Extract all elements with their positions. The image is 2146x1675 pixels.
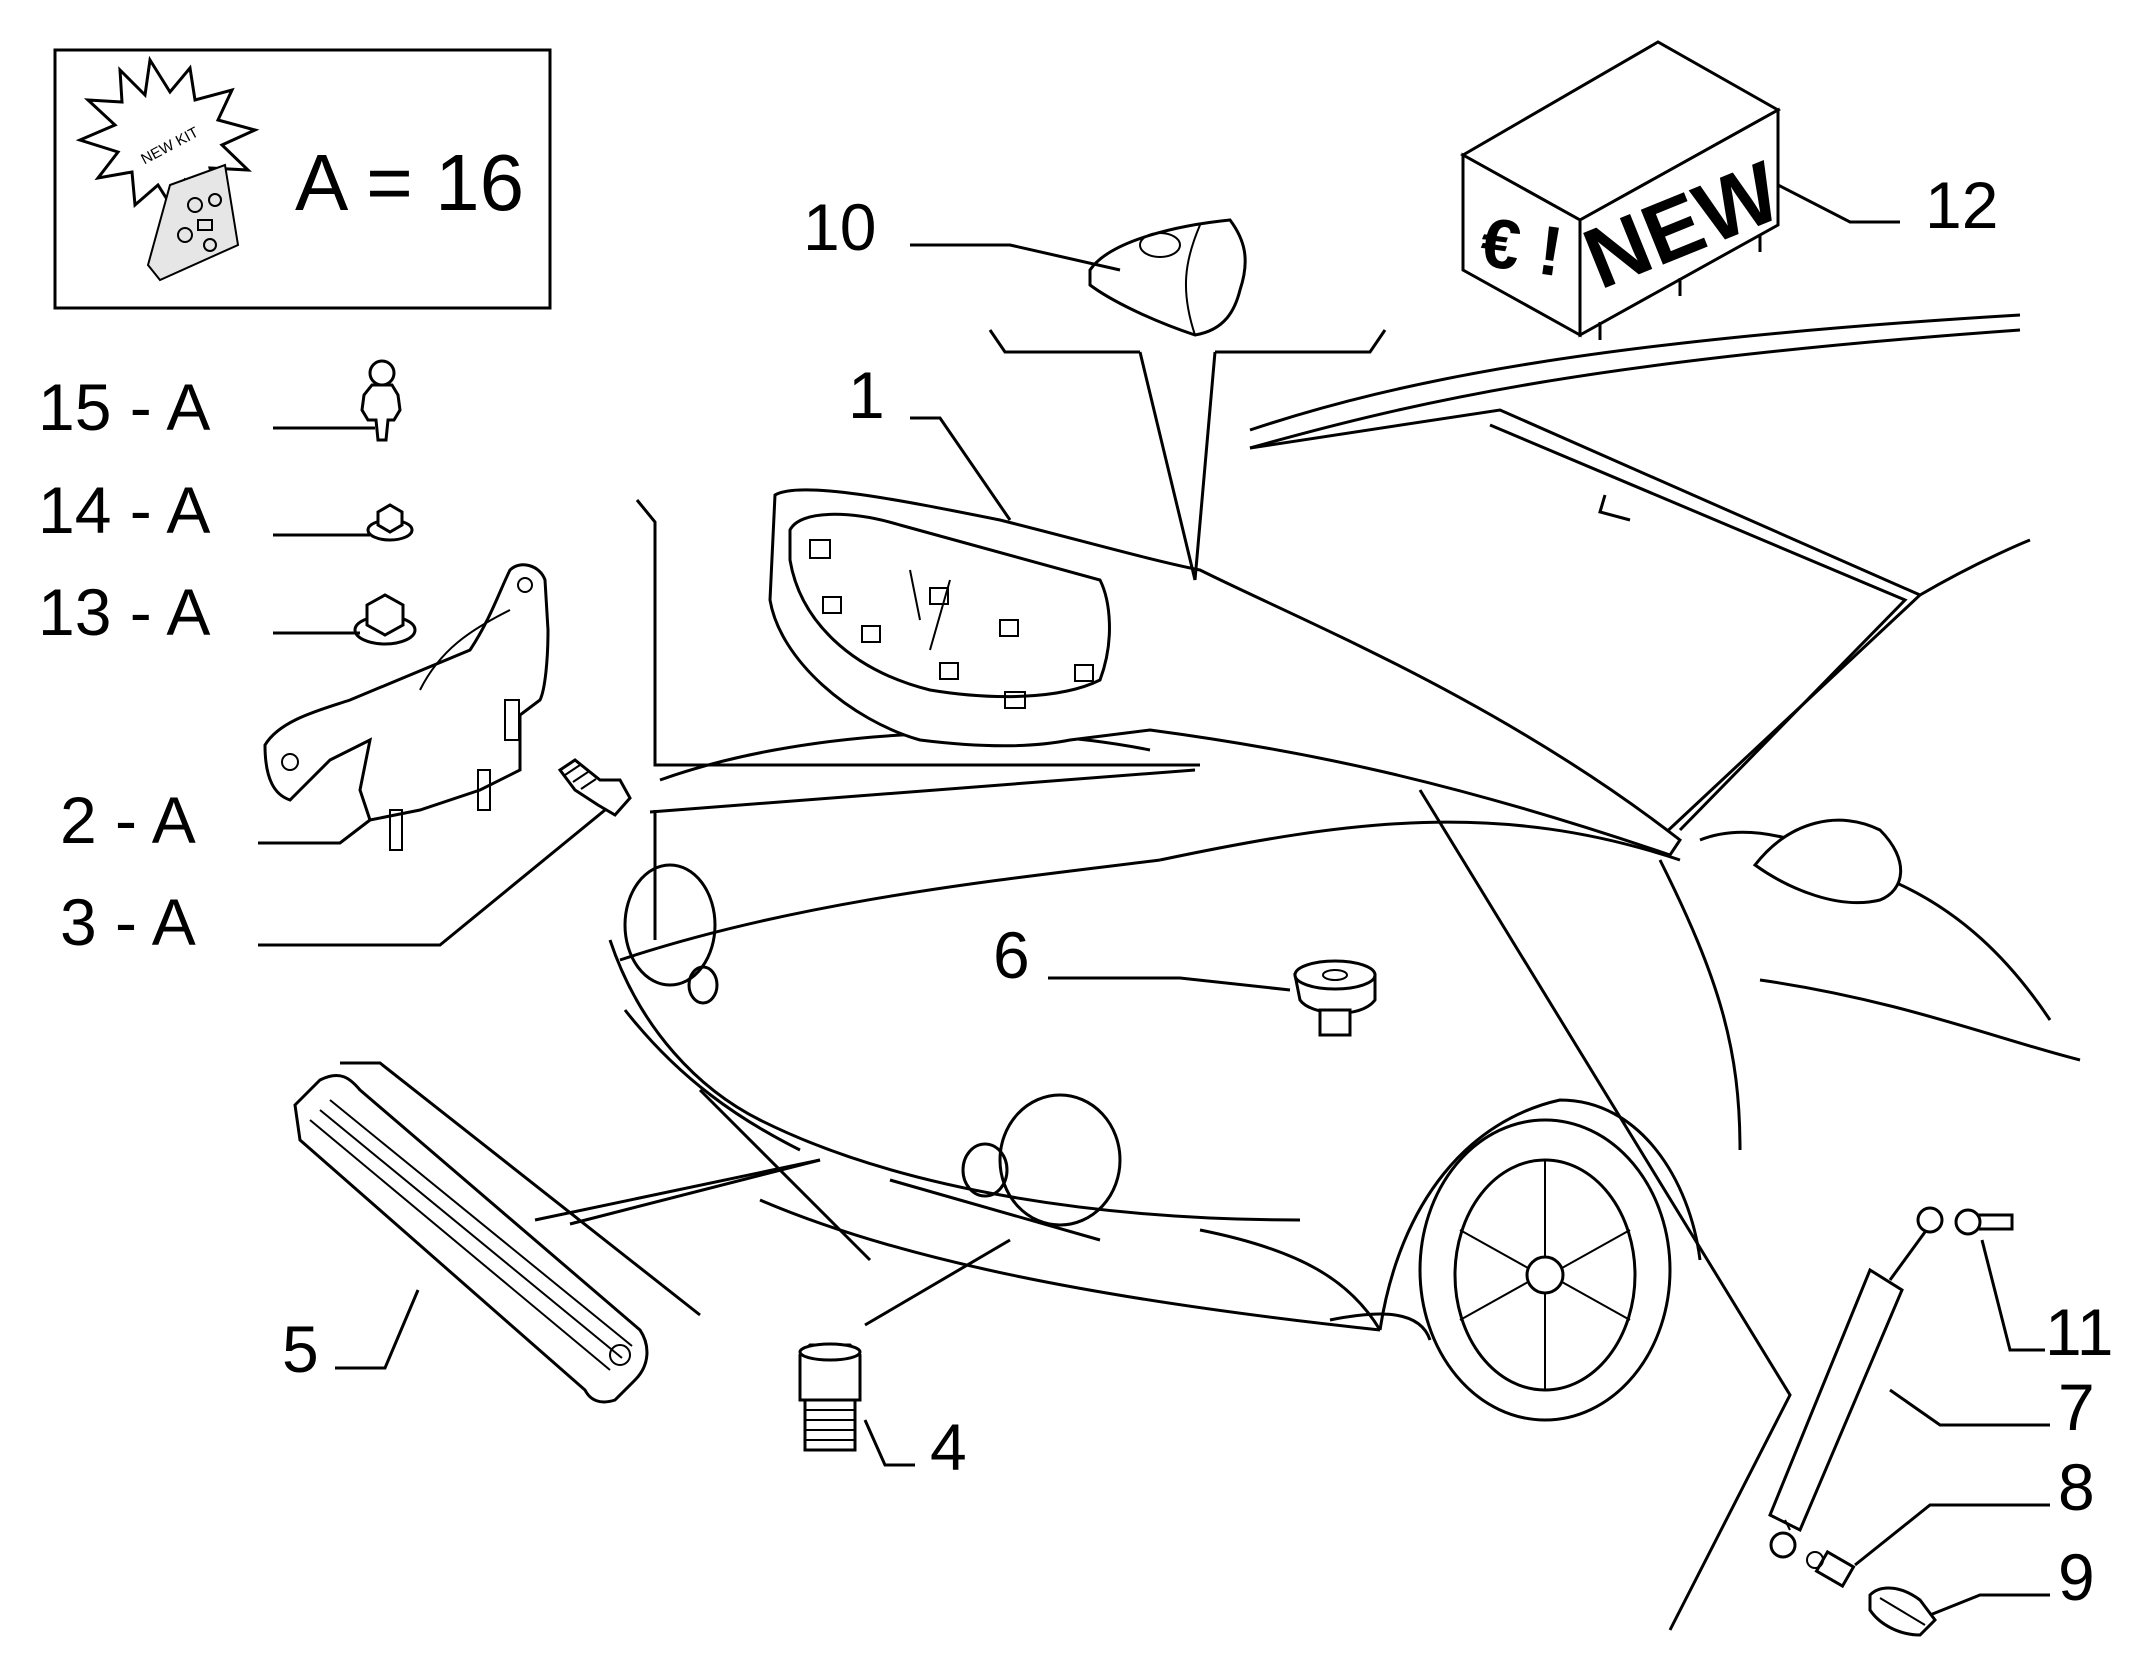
crate-euro-symbol: € !	[1476, 203, 1568, 292]
hood-seal-strip-part	[293, 1074, 649, 1404]
callout-15: 15 - A	[38, 370, 210, 444]
callout-2: 2 - A	[60, 783, 196, 857]
hinge-screw-part	[557, 758, 632, 817]
callout-3: 3 - A	[60, 885, 196, 959]
small-nut-part	[366, 503, 414, 542]
callout-11: 11	[2045, 1295, 2114, 1369]
hood-panel-part	[768, 488, 1683, 857]
callout-10: 10	[803, 190, 876, 264]
callout-6: 6	[993, 918, 1030, 992]
callout-5: 5	[282, 1312, 319, 1386]
callout-4: 4	[930, 1410, 967, 1484]
gas-strut-part	[1768, 1206, 1944, 1559]
corner-bracket-part	[1088, 218, 1247, 337]
callout-labels: 1 2 - A 3 - A 4 5 6 7 8 9 10 11 12 13 - …	[38, 168, 2114, 1614]
ball-stud-part	[1806, 1549, 1856, 1589]
callout-13: 13 - A	[38, 575, 210, 649]
callout-1: 1	[848, 358, 885, 432]
strut-ball-bolt-part	[1954, 1208, 2014, 1236]
callout-8: 8	[2058, 1450, 2095, 1524]
adjustable-bump-stop-part	[798, 1342, 862, 1452]
new-kit-box: NEW KIT A = 16	[53, 48, 552, 310]
flange-nut-part	[353, 593, 417, 646]
new-part-crate: NEW € !	[1459, 40, 1794, 340]
rubber-stop-part	[1293, 959, 1377, 1037]
callout-9: 9	[2058, 1540, 2095, 1614]
car-body-outline	[608, 313, 2081, 1422]
kit-formula: A = 16	[295, 138, 524, 227]
leader-lines	[258, 183, 2050, 1631]
callout-12: 12	[1925, 168, 1998, 242]
strut-clip-part	[1868, 1586, 1937, 1637]
pin-fastener-part	[360, 359, 402, 442]
callout-14: 14 - A	[38, 473, 210, 547]
hood-hinge-part	[263, 563, 550, 851]
callout-7: 7	[2058, 1370, 2095, 1444]
